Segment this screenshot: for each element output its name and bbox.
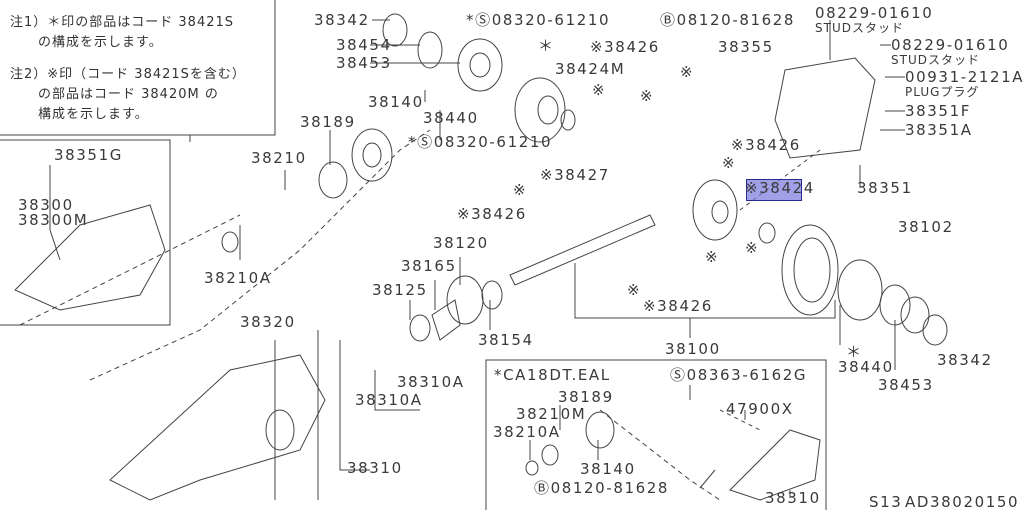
part-label: 38120 [433,234,489,252]
part-label: 38351 [857,179,913,197]
part-label: 38210 [251,149,307,167]
part-label: 38351A [905,121,973,139]
note-line: 構成を示します。 [10,107,149,122]
part-label: S13 [869,493,903,510]
assembly-box [0,139,171,326]
note-line: の構成を示します。 [10,35,163,50]
part-label: ※38426 [457,205,527,223]
part-label: ＊ [846,343,863,361]
part-label: 38300 [18,196,74,214]
part-label: Ⓑ08120-81628 [660,11,796,29]
part-label: 38310A [397,373,465,391]
highlight-selection[interactable] [746,179,802,201]
part-label: 38440 [838,358,894,376]
part-label: 38342 [937,351,993,369]
part-label: 38453 [336,54,392,72]
part-label: 38125 [372,281,428,299]
part-label: ※ [705,248,720,266]
diff-housing-inset [729,429,821,501]
inset-box [485,359,827,510]
part-label: ※ [627,281,642,299]
part-label: 38210A [493,423,561,441]
part-label: Ⓑ08120-81628 [534,479,670,497]
part-label: 38310A [355,391,423,409]
part-label: 38454 [336,36,392,54]
part-label: 38140 [580,460,636,478]
part-label: *CA18DT.EAL [494,366,611,384]
part-label: 38210M [516,405,587,423]
note-line: の部品はコード 38420M の [10,87,219,102]
part-label: 38154 [478,331,534,349]
part-label: ※ [592,81,607,99]
part-label: 38310 [347,459,403,477]
part-label: *Ⓢ08320-61210 [408,133,553,151]
part-label: 08229-01610 [891,36,1010,54]
part-label-highlighted: ※38424 [745,179,815,197]
part-label: *Ⓢ08320-61210 [466,11,611,29]
part-label: PLUGプラグ [905,85,980,99]
diff-housing-large [109,354,326,501]
part-label: 38210A [204,269,272,287]
part-label: STUDスタッド [815,21,904,35]
part-label: 38100 [665,340,721,358]
part-label: 47900X [726,400,794,418]
part-label: 38310 [765,489,821,507]
part-label: ※ [722,154,737,172]
part-label: Ⓢ08363-6162G [670,366,808,384]
part-label: 38189 [558,388,614,406]
part-label: STUDスタッド [891,53,980,67]
part-label: 38189 [300,113,356,131]
part-label: 38140 [368,93,424,111]
part-label: ※ [680,63,695,81]
notes-box-border [0,0,276,136]
part-label: AD38020150 [905,493,1020,510]
diff-housing-small [14,204,166,311]
part-label: 38342 [314,11,370,29]
part-label: 38351G [54,146,123,164]
part-label: ＊ [538,37,555,55]
part-label: ※ [745,239,760,257]
part-label: ※38426 [731,136,801,154]
part-label: ※ [640,87,655,105]
part-label: 38165 [401,257,457,275]
part-label: ※38427 [540,166,610,184]
part-label: ※38426 [643,297,713,315]
part-label: 38355 [718,38,774,56]
part-label: 38440 [423,109,479,127]
note-line: 注1）＊印の部品はコード 38421S [10,15,235,30]
part-label: 38424M [555,60,626,78]
part-label: 00931-2121A [905,68,1024,86]
part-label: 38453 [878,376,934,394]
part-label: 38102 [898,218,954,236]
part-label: 38320 [240,313,296,331]
part-label: ※38426 [590,38,660,56]
part-label: 08229-01610 [815,4,934,22]
part-label: 38300M [18,211,89,229]
part-label: 38351F [905,102,971,120]
part-label: ※ [513,181,528,199]
note-line: 注2）※印（コード 38421Sを含む） [10,67,246,82]
